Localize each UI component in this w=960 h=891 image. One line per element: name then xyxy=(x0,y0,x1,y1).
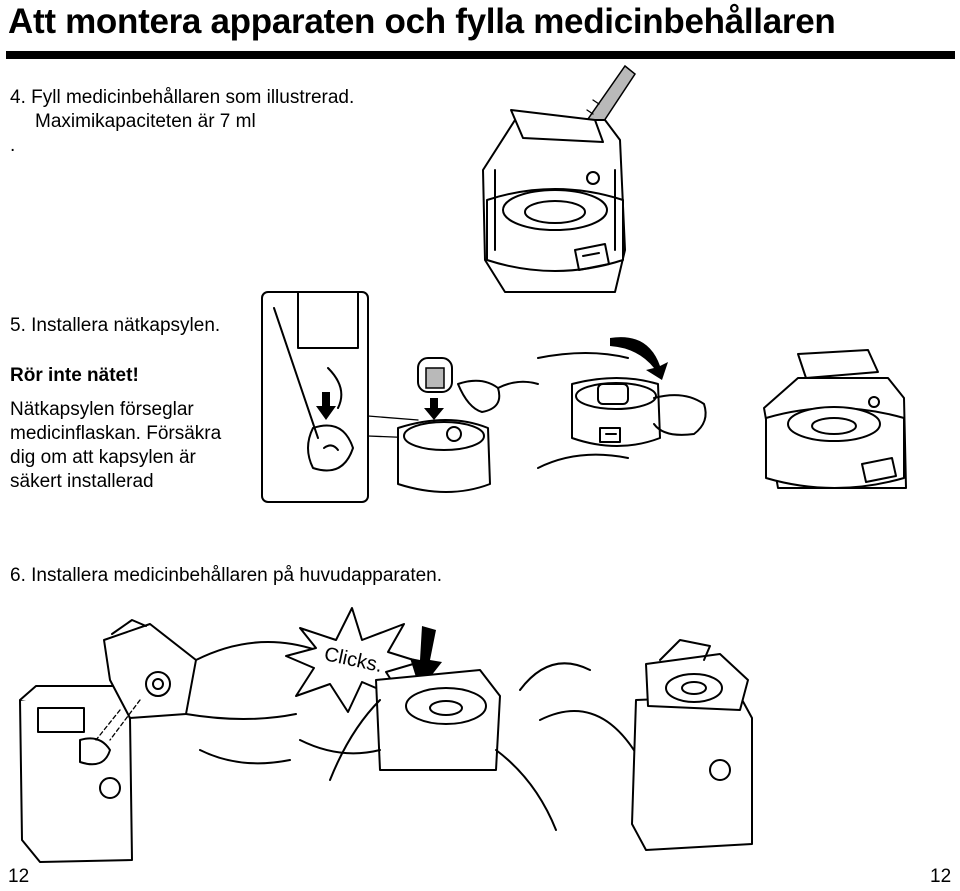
step5-body-line: Nätkapsylen förseglar xyxy=(10,399,194,420)
title-rule xyxy=(6,51,955,59)
page-number-left: 12 xyxy=(8,866,30,887)
step4-capacity: Maximikapaciteten är 7 ml xyxy=(35,111,256,132)
step5-body-line: dig om att kapsylen är xyxy=(10,447,196,468)
attach-container-illustration: Clicks. xyxy=(19,607,753,863)
step5-heading: 5. Installera nätkapsylen. xyxy=(10,315,221,336)
page-number-right: 12 xyxy=(930,866,952,887)
step4-instruction: 4. Fyll medicinbehållaren som illustrera… xyxy=(10,87,355,108)
step5-body-line: säkert installerad xyxy=(10,471,154,492)
step5-body-line: medicinflaskan. Försäkra xyxy=(10,423,222,444)
step5-warning: Rör inte nätet! xyxy=(10,365,139,386)
page-title: Att montera apparaten och fylla medicinb… xyxy=(8,2,836,41)
step4-period: . xyxy=(10,135,16,156)
fill-container-illustration xyxy=(482,64,637,293)
step6-heading: 6. Installera medicinbehållaren på huvud… xyxy=(10,565,443,586)
mesh-cap-illustration xyxy=(261,291,907,503)
